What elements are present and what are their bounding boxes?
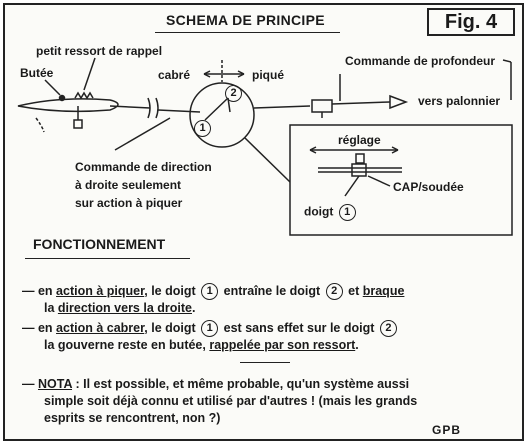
finger-2-marker: 2 bbox=[223, 85, 244, 102]
section-underline bbox=[25, 258, 190, 259]
stop-label: Butée bbox=[20, 66, 54, 80]
note-paragraph: — NOTA : Il est possible, et même probab… bbox=[22, 377, 418, 425]
spring-icon bbox=[74, 91, 94, 100]
finger-1-label: doigt 1 bbox=[304, 204, 358, 221]
figure-frame bbox=[3, 3, 524, 441]
adjust-label: réglage bbox=[338, 133, 381, 147]
title-underline bbox=[155, 32, 340, 33]
pitch-up-label: cabré bbox=[158, 68, 191, 82]
paragraph-pitch-up: — en action à cabrer, le doigt 1 est san… bbox=[22, 320, 399, 354]
rudder-surface bbox=[17, 98, 119, 113]
cap-label: CAP/soudée bbox=[393, 180, 464, 194]
paragraph-pitch-down: — en action à piquer, le doigt 1 entraîn… bbox=[22, 283, 405, 316]
finger-detail-circle bbox=[189, 82, 255, 148]
section-heading: FONCTIONNEMENT bbox=[33, 236, 166, 252]
spring-label: petit ressort de rappel bbox=[36, 44, 163, 58]
pitch-down-label: piqué bbox=[252, 68, 284, 82]
page-title: SCHEMA DE PRINCIPE bbox=[166, 12, 325, 28]
pedal-label: vers palonnier bbox=[418, 94, 501, 108]
elevator-command-label: Commande de profondeur bbox=[345, 54, 496, 68]
figure-label: Fig. 4 bbox=[427, 8, 515, 36]
separator-rule bbox=[240, 362, 290, 363]
direction-command-label: Commande de direction à droite seulement… bbox=[75, 160, 212, 210]
finger-1-marker: 1 bbox=[192, 120, 213, 137]
signature: GPB bbox=[432, 423, 462, 437]
